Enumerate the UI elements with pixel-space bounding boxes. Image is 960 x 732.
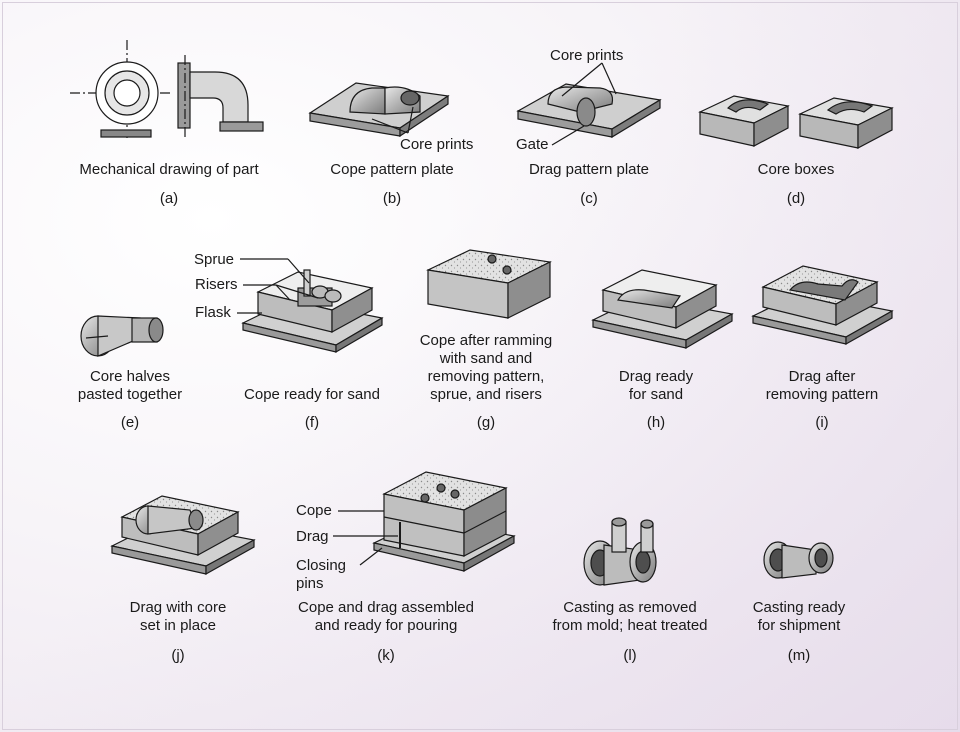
tag-j: (j) <box>171 647 185 664</box>
assembled-mold <box>333 471 516 573</box>
label-cope: Cope <box>296 502 332 519</box>
tag-a: (a) <box>159 190 179 207</box>
cope-pattern-plate <box>308 82 450 138</box>
tag-k: (k) <box>377 647 395 664</box>
tag-h: (h) <box>646 414 666 431</box>
tag-g: (g) <box>476 414 496 431</box>
tag-b: (b) <box>382 190 402 207</box>
label-sprue: Sprue <box>194 251 235 268</box>
tag-i: (i) <box>815 414 829 431</box>
drag-pattern-plate <box>516 62 662 146</box>
label-gate: Gate <box>516 136 549 153</box>
label-flask: Flask <box>195 304 231 321</box>
casting-removed <box>583 517 657 586</box>
label-drag: Drag <box>296 528 329 545</box>
label-core-prints-b: Core prints <box>400 136 474 153</box>
drawing-a <box>70 40 264 140</box>
core-boxes <box>698 95 894 149</box>
tag-f: (f) <box>304 414 320 431</box>
core-halves <box>80 315 164 357</box>
caption-d: Core boxes <box>757 161 835 178</box>
cope-rammed <box>426 249 552 319</box>
caption-j: Drag with core set in place <box>129 599 227 634</box>
caption-g: Cope after ramming with sand and removin… <box>419 332 553 403</box>
caption-c: Drag pattern plate <box>528 161 650 178</box>
caption-l: Casting as removed from mold; heat treat… <box>552 599 708 634</box>
label-core-prints-c: Core prints <box>550 47 624 64</box>
drag-ready-flask <box>591 269 734 350</box>
tag-c: (c) <box>580 190 598 207</box>
caption-m: Casting ready for shipment <box>752 599 846 634</box>
drag-with-core <box>110 495 256 576</box>
tag-m: (m) <box>787 647 811 664</box>
caption-b: Cope pattern plate <box>330 161 454 178</box>
label-risers: Risers <box>195 276 238 293</box>
caption-f: Cope ready for sand <box>244 386 380 403</box>
drag-after-pattern <box>751 265 894 346</box>
caption-k: Cope and drag assembled and ready for po… <box>298 599 474 634</box>
caption-a: Mechanical drawing of part <box>79 161 259 178</box>
tag-d: (d) <box>786 190 806 207</box>
tag-e: (e) <box>120 414 140 431</box>
caption-h: Drag ready for sand <box>618 368 694 403</box>
caption-i: Drag after removing pattern <box>765 368 879 403</box>
caption-e: Core halves pasted together <box>77 368 183 403</box>
cope-ready-flask <box>237 258 384 354</box>
tag-l: (l) <box>623 647 637 664</box>
casting-ready <box>763 541 834 579</box>
label-closing-pins: Closing pins <box>296 557 347 592</box>
